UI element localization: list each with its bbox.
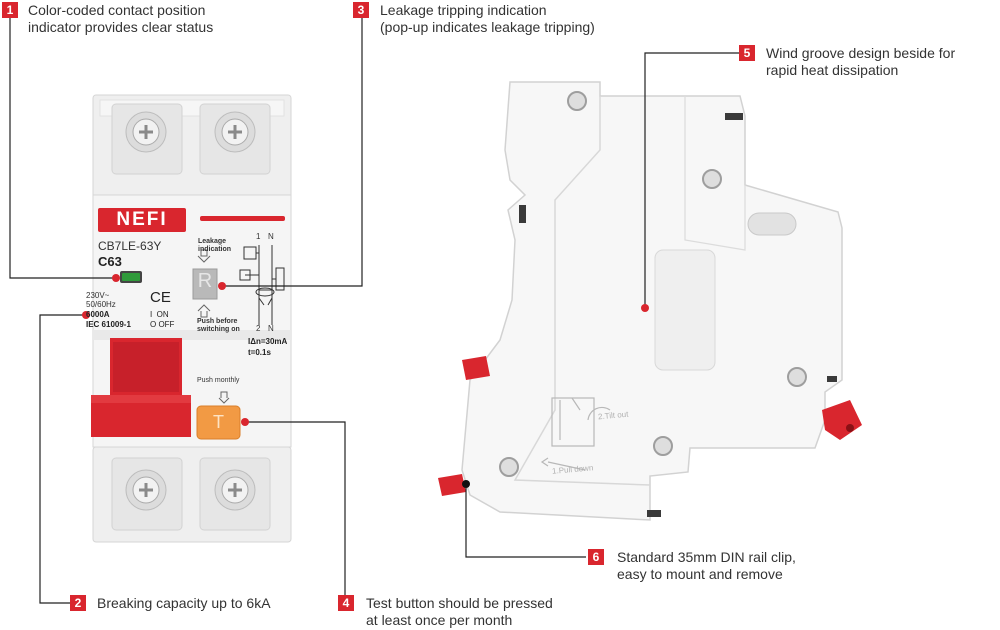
leakage-label-line1: Leakage xyxy=(198,238,227,245)
leader-lines xyxy=(9,14,739,604)
brand-logo: NEFI xyxy=(116,209,168,230)
callout-line: Test button should be pressed xyxy=(366,595,553,611)
model-label: CB7LE-63Y xyxy=(98,239,162,253)
push-monthly-label: Push monthly xyxy=(197,377,240,384)
callout-badge: 3 xyxy=(353,2,369,18)
callout-text: Test button should be pressed at least o… xyxy=(366,595,553,629)
callout-text: Wind groove design beside for rapid heat… xyxy=(766,45,955,79)
push-label-line2: switching on xyxy=(197,326,240,333)
standard-label: IEC 61009-1 xyxy=(86,320,131,329)
callout-badge: 2 xyxy=(70,595,86,611)
callout-line: indicator provides clear status xyxy=(28,19,214,35)
callout-line: Leakage tripping indication xyxy=(380,2,547,18)
callout-line: (pop-up indicates leakage tripping) xyxy=(380,19,595,35)
callout-badge: 6 xyxy=(588,549,604,565)
leader-dots xyxy=(82,274,649,426)
callout-line: Color-coded contact position xyxy=(28,2,206,18)
callout-text: Breaking capacity up to 6kA xyxy=(97,595,271,612)
callout-line: rapid heat dissipation xyxy=(766,62,899,78)
callout-text: Leakage tripping indication (pop-up indi… xyxy=(380,2,595,36)
callout-line: Breaking capacity up to 6kA xyxy=(97,595,271,611)
front-breaker xyxy=(91,94,292,543)
callout-badge: 4 xyxy=(338,595,354,611)
rating-label: C63 xyxy=(98,254,122,269)
ce-mark: CE xyxy=(150,289,171,306)
test-button[interactable]: T xyxy=(213,412,224,432)
circuit-schematic xyxy=(239,245,285,325)
back-breaker xyxy=(438,81,862,521)
callout-text: Standard 35mm DIN rail clip, easy to mou… xyxy=(617,549,796,583)
pole-n-label: N xyxy=(268,232,274,241)
idn-label: IΔn=30mA xyxy=(248,337,288,346)
reset-indicator: R xyxy=(197,270,213,292)
capacity-label: 6000A xyxy=(86,310,110,319)
voltage-label: 230V~ xyxy=(86,291,110,300)
callout-line: Standard 35mm DIN rail clip, xyxy=(617,549,796,565)
callout-line: easy to mount and remove xyxy=(617,566,783,582)
pole-n2-label: N xyxy=(268,324,274,333)
callout-badge: 1 xyxy=(2,2,18,18)
callout-text: Color-coded contact position indicator p… xyxy=(28,2,213,36)
callout-line: at least once per month xyxy=(366,612,513,628)
frequency-label: 50/60Hz xyxy=(86,300,116,309)
on-label: I ON xyxy=(150,310,169,319)
callout-line: Wind groove design beside for xyxy=(766,45,956,61)
push-label-line1: Push before xyxy=(197,318,238,325)
pole-2-label: 2 xyxy=(256,324,261,333)
off-label: O OFF xyxy=(150,320,175,329)
trip-time-label: t=0.1s xyxy=(248,348,271,357)
callout-badge: 5 xyxy=(739,45,755,61)
pole-1-label: 1 xyxy=(256,232,261,241)
leakage-label-line2: indication xyxy=(198,246,232,253)
